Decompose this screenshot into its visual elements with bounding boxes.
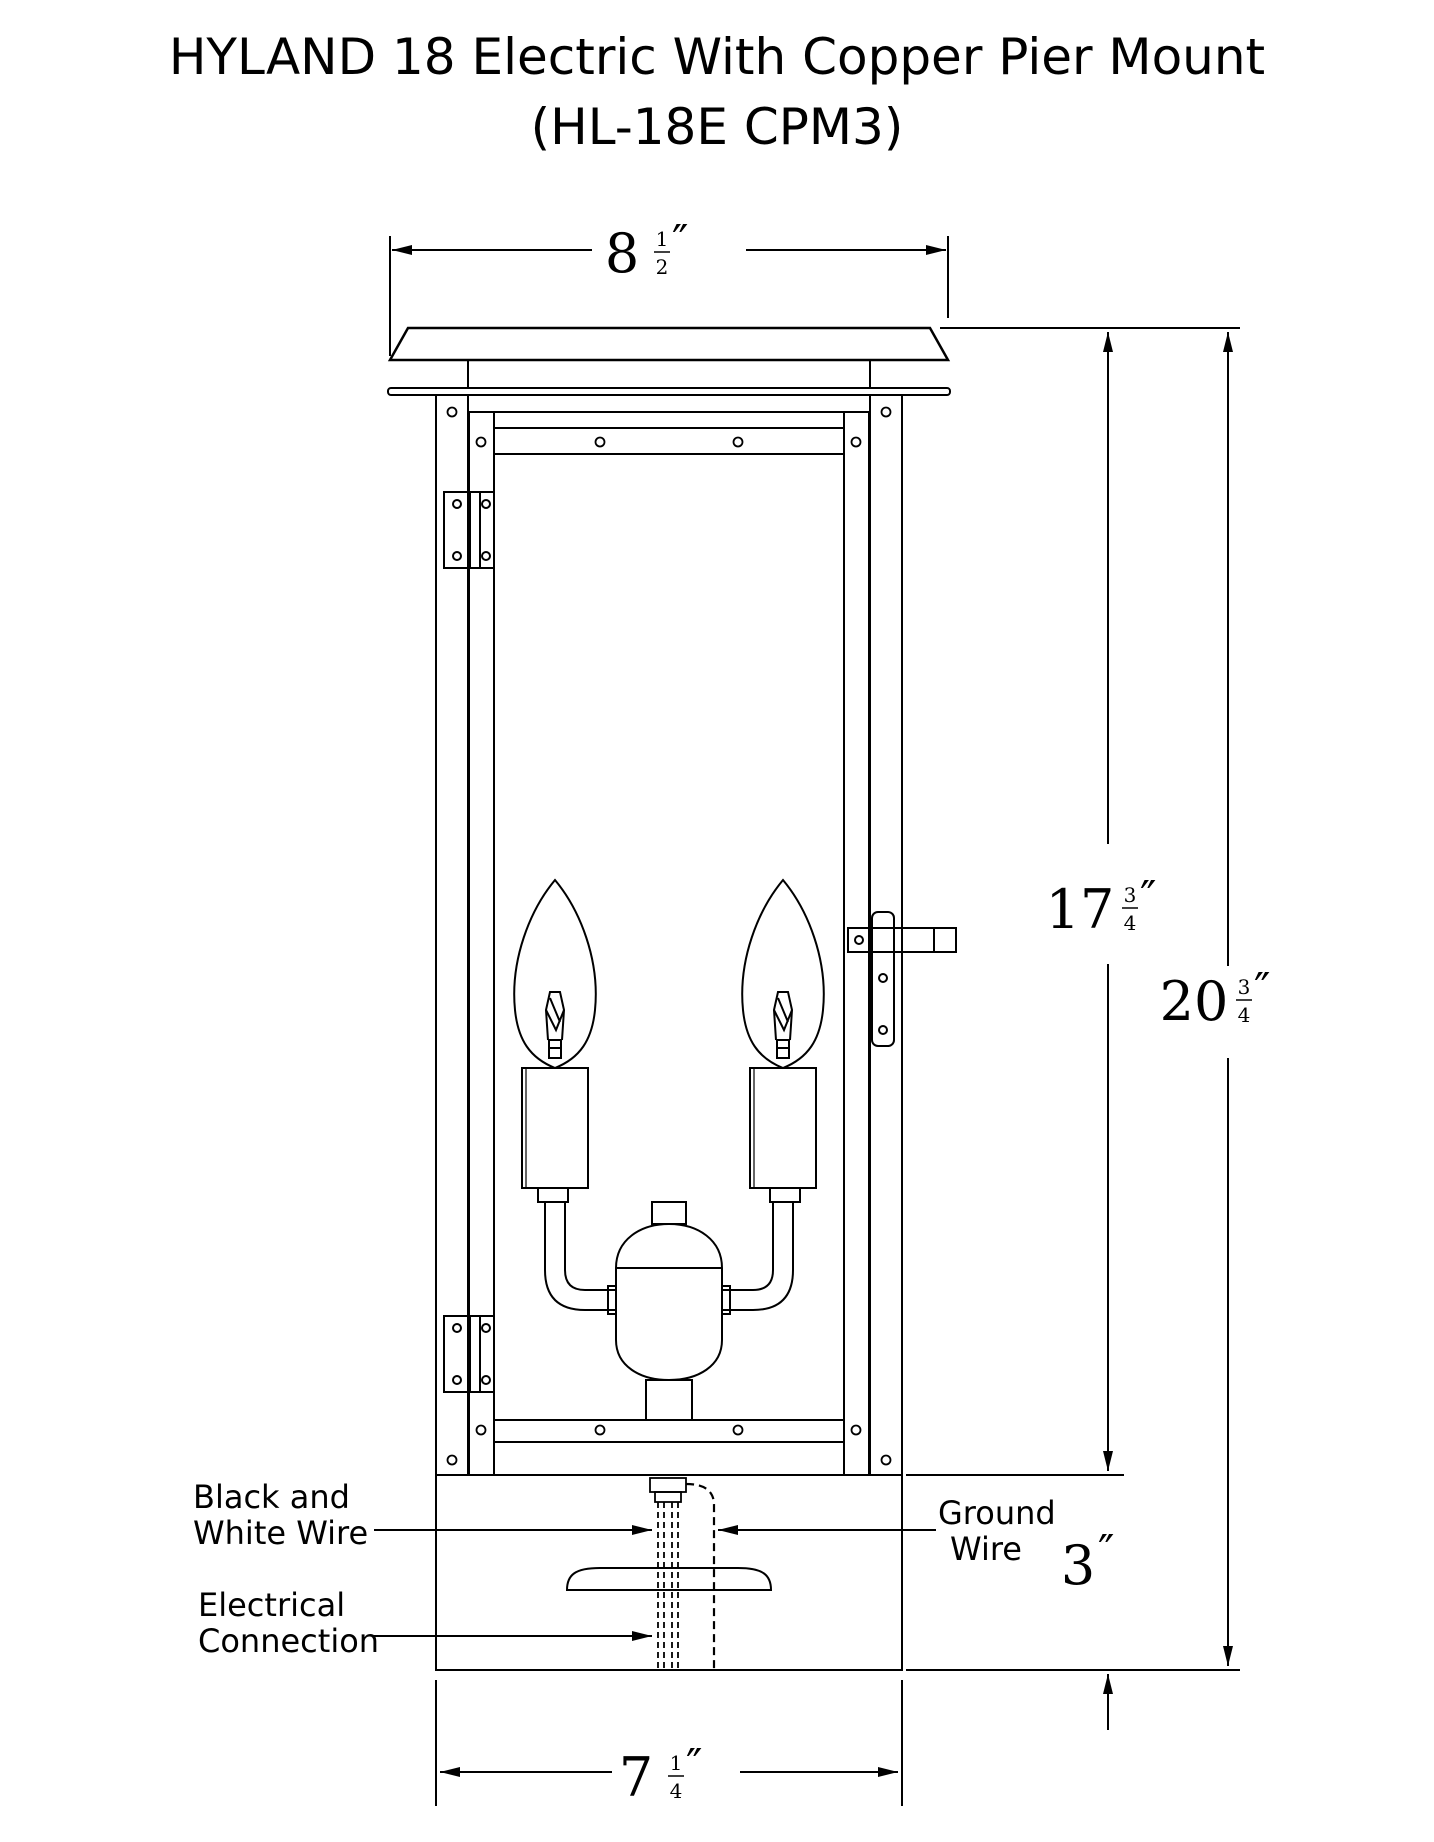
door-latch [847,911,957,1047]
top-width-label: 8 1 2 ″ [605,216,689,285]
candelabra-arms [537,1187,801,1315]
total-height-label: 20 3 4 ″ [1160,964,1271,1033]
total-height-dimension [906,332,1240,1671]
svg-text:1: 1 [656,227,669,251]
svg-text:2: 2 [656,255,669,279]
svg-text:3: 3 [1061,1534,1095,1597]
svg-text:Black and: Black and [193,1478,350,1516]
lantern-height-label: 17 3 4 ″ [1046,872,1157,941]
pier-mount [435,1474,903,1671]
svg-text:″: ″ [1098,1526,1114,1577]
lantern-height-dimension [906,327,1240,1476]
svg-text:7: 7 [619,1746,653,1809]
svg-text:″: ″ [1254,964,1270,1015]
black-white-wire-label: Black and White Wire [193,1478,368,1552]
svg-text:8: 8 [605,222,639,285]
svg-text:3: 3 [1124,883,1137,907]
lantern-frame [435,394,903,1476]
svg-text:″: ″ [1140,872,1156,923]
ground-wire-label: Ground Wire [938,1494,1056,1568]
svg-text:4: 4 [1124,911,1137,935]
svg-text:4: 4 [1238,1003,1251,1027]
svg-text:Electrical: Electrical [198,1586,345,1624]
callout-leaders [374,1525,936,1641]
svg-text:Ground: Ground [938,1494,1056,1532]
base-width-dimension [435,1680,903,1806]
svg-text:White Wire: White Wire [193,1514,368,1552]
svg-text:Wire: Wire [950,1530,1022,1568]
svg-text:″: ″ [672,216,688,267]
top-width-dimension [389,236,949,356]
candelabra-hub [615,1201,723,1421]
svg-text:3: 3 [1238,975,1251,999]
lower-hinge [443,1315,495,1393]
svg-text:1: 1 [670,1751,683,1775]
base-width-label: 7 1 4 ″ [619,1740,703,1809]
svg-text:″: ″ [686,1740,702,1791]
svg-text:Connection: Connection [198,1622,379,1660]
left-bulb [513,878,597,1070]
rivets [446,406,892,1466]
wiring [649,1477,716,1670]
mount-height-label: 3 ″ [1061,1526,1115,1597]
roof-cap [387,326,951,396]
svg-text:20: 20 [1160,970,1229,1033]
upper-hinge [443,491,495,569]
model-number: (HL-18E CPM3) [530,98,904,156]
candle-sleeves [521,1067,817,1189]
electrical-connection-label: Electrical Connection [198,1586,379,1660]
svg-text:17: 17 [1046,878,1115,941]
right-bulb [741,878,825,1070]
svg-text:4: 4 [670,1779,683,1803]
drawing-title: HYLAND 18 Electric With Copper Pier Moun… [168,28,1266,86]
